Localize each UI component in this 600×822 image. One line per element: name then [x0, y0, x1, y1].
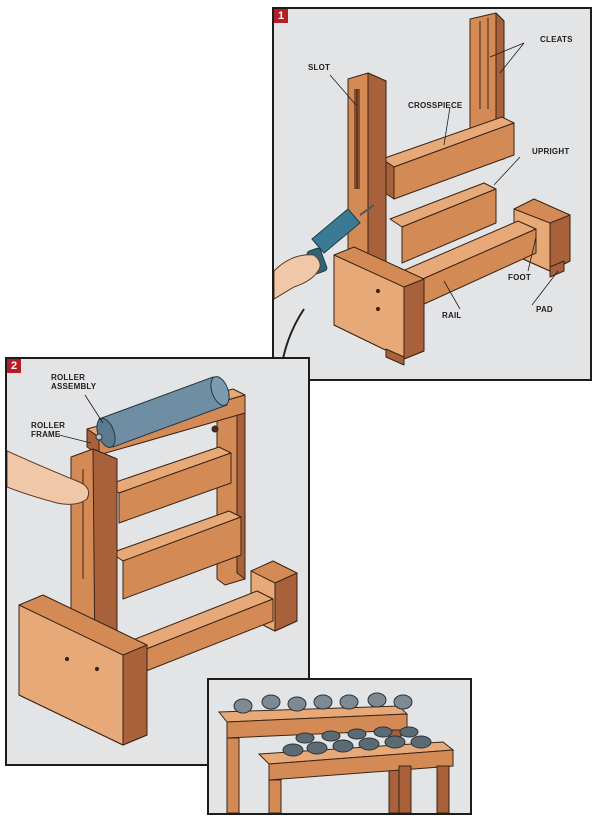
label-crosspiece: CROSSPIECE — [408, 101, 463, 110]
label-foot: FOOT — [508, 273, 532, 282]
panel-3-illustration — [217, 692, 455, 813]
panel-1: 1 — [272, 7, 592, 381]
caster-row-back — [233, 692, 413, 714]
front-upright-2 — [70, 448, 118, 668]
front-upright — [347, 72, 387, 278]
panel-2-number-badge: 2 — [7, 359, 21, 373]
label-cleats: CLEATS — [540, 35, 573, 44]
panel-1-illustration — [274, 12, 571, 378]
label-rail: RAIL — [442, 311, 462, 320]
panel-3-inset — [207, 678, 472, 815]
pad-right — [549, 260, 565, 278]
label-slot: SLOT — [308, 63, 331, 72]
panel-1-number-badge: 1 — [274, 9, 288, 23]
label-roller-frame: ROLLER FRAME — [31, 421, 65, 439]
label-roller-assembly-line1: ROLLER — [51, 373, 86, 382]
label-roller-assembly-line2: ASSEMBLY — [51, 382, 97, 391]
roller-assembly — [95, 376, 230, 448]
label-roller-frame-line1: ROLLER — [31, 421, 66, 430]
label-upright: UPRIGHT — [532, 147, 570, 156]
caster-row-front — [282, 726, 432, 757]
label-pad: PAD — [536, 305, 553, 314]
hand — [274, 254, 321, 300]
label-roller-assembly: ROLLER ASSEMBLY — [51, 373, 96, 391]
pad-front — [385, 348, 405, 366]
panel-2-illustration — [7, 376, 298, 746]
hand-2 — [7, 450, 90, 505]
label-roller-frame-line2: FRAME — [31, 430, 61, 439]
